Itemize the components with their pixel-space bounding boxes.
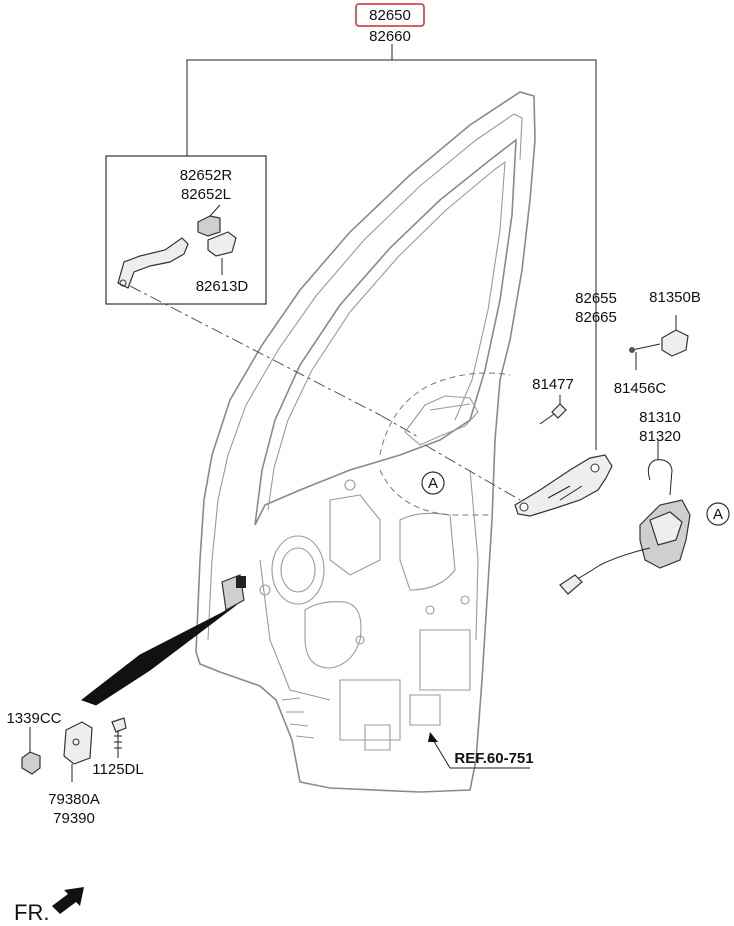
label-81477: 81477 bbox=[532, 376, 574, 393]
label-81310: 81310 bbox=[639, 409, 681, 426]
highlight-box bbox=[355, 3, 425, 27]
cover-81350B bbox=[661, 315, 689, 357]
door-handle-recess bbox=[404, 395, 479, 446]
label-82652R: 82652R bbox=[180, 167, 233, 184]
label-82665: 82665 bbox=[575, 309, 617, 326]
handle-kit-box bbox=[105, 155, 267, 305]
label-82660: 82660 bbox=[369, 28, 411, 45]
front-direction-label: FR. bbox=[14, 900, 49, 925]
label-79390: 79390 bbox=[53, 810, 95, 827]
callout-a1-text: A bbox=[428, 475, 438, 492]
front-direction-indicator: FR. bbox=[14, 887, 84, 925]
handle-bracket-part bbox=[514, 454, 613, 517]
screw-81477 bbox=[539, 395, 567, 425]
door-latch-part bbox=[559, 440, 691, 595]
bolt-1125DL bbox=[111, 717, 127, 758]
hinge-part bbox=[63, 721, 93, 782]
label-reference: REF.60-751 bbox=[454, 750, 533, 767]
callout-a2: A bbox=[706, 502, 730, 526]
door-panel bbox=[195, 91, 536, 793]
callout-a2-text: A bbox=[713, 506, 723, 523]
label-82613D: 82613D bbox=[196, 278, 249, 295]
label-81456C: 81456C bbox=[614, 380, 667, 397]
label-1339CC: 1339CC bbox=[6, 710, 61, 727]
outside-handle-part bbox=[117, 237, 189, 289]
label-1125DL: 1125DL bbox=[92, 761, 143, 778]
door-check-strap bbox=[80, 574, 246, 706]
label-82652L: 82652L bbox=[181, 186, 231, 203]
label-82655: 82655 bbox=[575, 290, 617, 307]
front-arrow-icon bbox=[52, 887, 84, 914]
label-82650: 82650 bbox=[369, 7, 411, 24]
label-81350B: 81350B bbox=[649, 289, 701, 306]
handle-cap-part bbox=[197, 215, 237, 257]
nut-1339CC bbox=[21, 727, 41, 775]
label-79380A: 79380A bbox=[48, 791, 100, 808]
bolt-81456C bbox=[629, 343, 661, 370]
label-81320: 81320 bbox=[639, 428, 681, 445]
callout-a1: A bbox=[421, 471, 445, 495]
ref-pointer bbox=[428, 732, 530, 769]
